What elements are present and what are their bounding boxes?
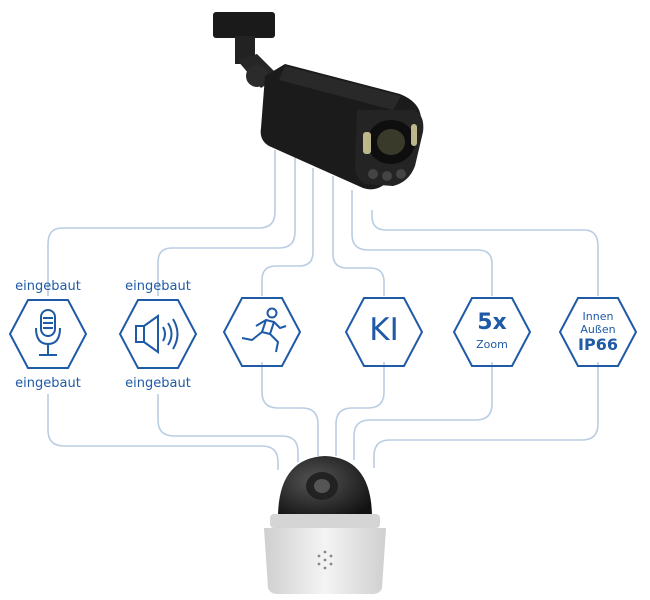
speaker-grille — [317, 550, 333, 570]
speaker-hexagon — [118, 299, 198, 369]
dome-camera — [264, 456, 386, 594]
bullet-camera — [213, 12, 424, 190]
zoom-unit: Zoom — [476, 338, 508, 351]
microphone-hexagon — [8, 299, 88, 369]
rating-line1: Innen — [582, 310, 614, 323]
rating-hexagon — [558, 297, 638, 367]
speaker-label-top: eingebaut — [125, 279, 191, 294]
zoom-value: 5x — [477, 310, 507, 335]
mount-plate — [213, 12, 275, 38]
running-person-icon — [241, 307, 287, 353]
microphone-icon — [35, 309, 61, 356]
microphone-label-bottom: eingebaut — [15, 376, 81, 391]
microphone-label-top: eingebaut — [15, 279, 81, 294]
ai-hexagon — [344, 297, 424, 367]
motion-hexagon — [222, 297, 302, 367]
speaker-label-bottom: eingebaut — [125, 376, 191, 391]
rating-line2: Außen — [580, 323, 616, 336]
ai-text: KI — [369, 312, 399, 348]
speaker-icon — [135, 314, 179, 354]
zoom-hexagon — [452, 297, 532, 367]
rating-line3: IP66 — [578, 335, 618, 354]
